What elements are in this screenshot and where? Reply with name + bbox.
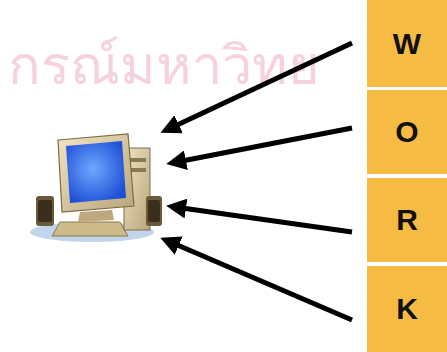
letter: R — [396, 203, 418, 237]
letter-box: K — [367, 266, 447, 352]
letter: W — [393, 27, 421, 61]
arrow-line — [175, 244, 352, 320]
arrow-line — [182, 128, 352, 161]
watermark: กรณ์มหาวิทย — [8, 22, 320, 108]
letter: O — [395, 115, 418, 149]
computer-illustration — [30, 134, 162, 242]
letter-box: W — [367, 0, 447, 87]
letter: K — [396, 292, 418, 326]
letter-box: O — [367, 90, 447, 174]
arrow-line — [182, 208, 352, 232]
letter-box: R — [367, 178, 447, 262]
